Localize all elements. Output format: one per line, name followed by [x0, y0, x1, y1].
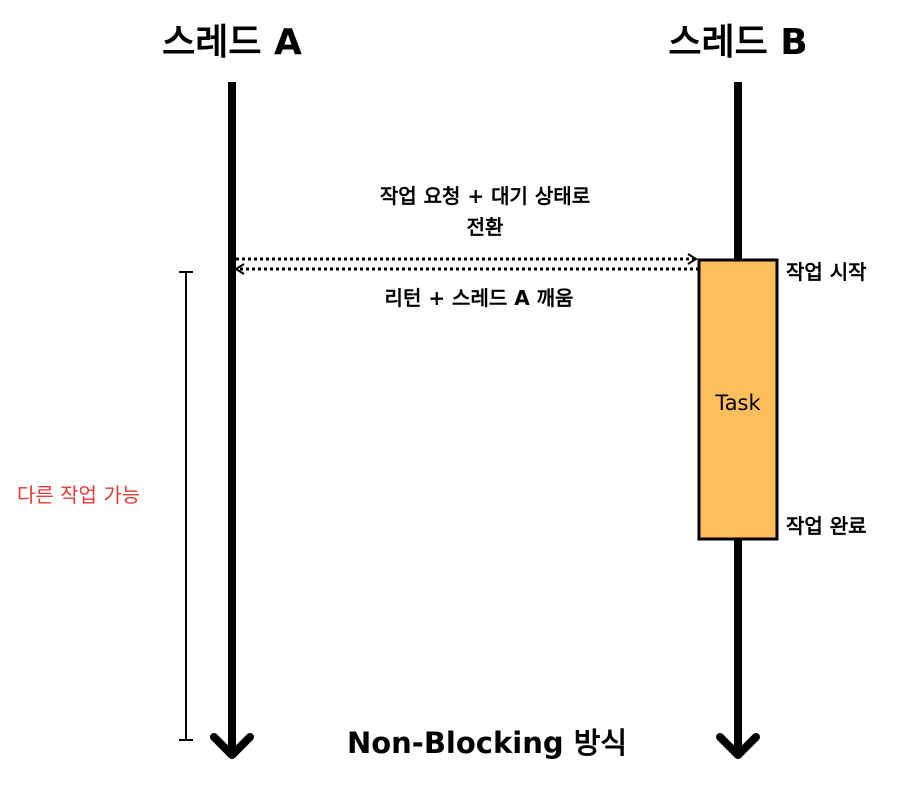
free-work-label: 다른 작업 가능	[17, 483, 141, 507]
thread-a-arrowhead	[210, 733, 254, 759]
task-end-label: 작업 완료	[786, 514, 867, 538]
task-start-label: 작업 시작	[786, 260, 867, 284]
return-arrowhead	[234, 263, 245, 275]
thread-b-arrowhead	[716, 733, 760, 759]
request-message-line2: 전환	[466, 215, 504, 239]
request-arrowhead	[687, 253, 698, 265]
thread-b-title: 스레드 B	[668, 22, 808, 63]
request-message-label: 작업 요청 + 대기 상태로 전환	[380, 184, 590, 240]
task-label: Task	[715, 391, 761, 415]
diagram-caption: Non-Blocking 방식	[346, 726, 628, 760]
thread-a-title: 스레드 A	[162, 22, 302, 63]
request-message-line1: 작업 요청 + 대기 상태로	[379, 184, 591, 208]
return-message-label: 리턴 + 스레드 A 깨움	[384, 286, 574, 310]
task-box	[697, 258, 779, 541]
